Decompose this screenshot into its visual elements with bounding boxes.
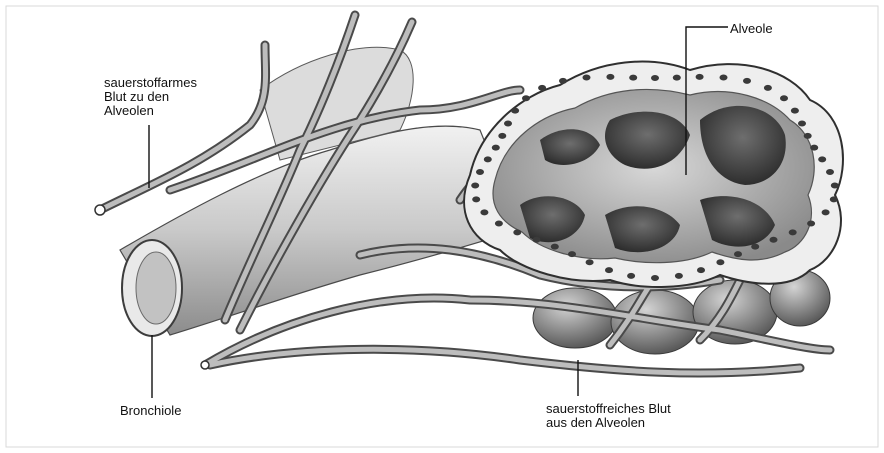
bronchiole-label-text: Bronchiole [120, 404, 181, 418]
capillary-dot [697, 267, 705, 273]
capillary-dot [522, 95, 530, 101]
capillary-dot [606, 74, 614, 80]
capillary-dot [675, 273, 683, 279]
oxygen-rich-blood-line-1: sauerstoffreiches Blut [546, 402, 671, 416]
capillary-dot [764, 85, 772, 91]
capillary-dot [559, 78, 567, 84]
capillary-dot [583, 75, 591, 81]
oxygen-poor-blood-label: sauerstoffarmes Blut zu den Alveolen [104, 76, 197, 118]
capillary-dot [495, 221, 503, 227]
capillary-dot [780, 95, 788, 101]
capillary-dot [798, 121, 806, 127]
capillary-dot [586, 259, 594, 265]
oxygen-poor-blood-line-1: sauerstoffarmes [104, 76, 197, 90]
alveole-label-text: Alveole [730, 22, 773, 36]
capillary-dot [551, 244, 559, 250]
capillary-dot [471, 183, 479, 189]
capillary-dot [807, 221, 815, 227]
alveole-label: Alveole [730, 22, 773, 36]
capillary-dot [770, 237, 778, 243]
capillary-dot [716, 259, 724, 265]
capillary-dot [734, 251, 742, 257]
capillary-dot [826, 169, 834, 175]
capillary-dot [651, 75, 659, 81]
bronchiole-label: Bronchiole [120, 404, 181, 418]
capillary-dot [789, 229, 797, 235]
capillary-dot [804, 133, 812, 139]
oxygen-rich-blood-label: sauerstoffreiches Blut aus den Alveolen [546, 402, 671, 430]
capillary-dot [504, 121, 512, 127]
capillary-dot [822, 209, 830, 215]
capillary-dot [743, 78, 751, 84]
capillary-dot [696, 74, 704, 80]
capillary-dot [498, 133, 506, 139]
capillary-dot [538, 85, 546, 91]
capillary-dot [831, 183, 839, 189]
capillary-dot [484, 156, 492, 162]
capillary-dot [627, 273, 635, 279]
oxygen-rich-blood-line-2: aus den Alveolen [546, 416, 671, 430]
capillary-dot [533, 237, 541, 243]
capillary-dot [810, 145, 818, 151]
capillary-dot [830, 196, 838, 202]
capillary-dot [651, 275, 659, 281]
capillary-dot [791, 108, 799, 114]
capillary-dot [511, 108, 519, 114]
capillary-dot [673, 75, 681, 81]
capillary-dot [513, 229, 521, 235]
capillary-dot [605, 267, 613, 273]
capillary-dot [720, 75, 728, 81]
oxygen-poor-blood-line-3: Alveolen [104, 104, 197, 118]
capillary-dot [818, 156, 826, 162]
capillary-dot [480, 209, 488, 215]
capillary-dot [492, 145, 500, 151]
capillary-dot [568, 251, 576, 257]
capillary-dot [751, 244, 759, 250]
capillary-dot [472, 196, 480, 202]
capillary-dot [476, 169, 484, 175]
capillary-dot [629, 75, 637, 81]
oxygen-poor-blood-line-2: Blut zu den [104, 90, 197, 104]
